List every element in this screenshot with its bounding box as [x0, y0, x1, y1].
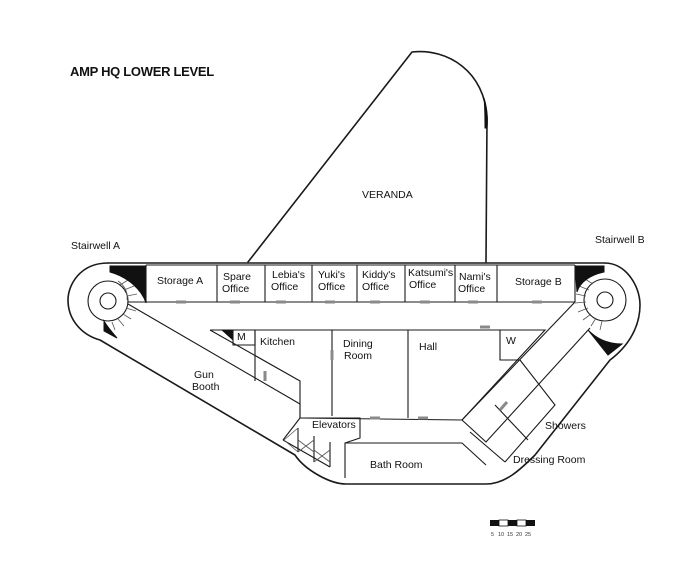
katsumi-office-label-2: Office [409, 279, 436, 291]
yuki-office-label-2: Office [318, 281, 345, 293]
veranda: VERANDA [247, 50, 488, 263]
scale-tick-15: 15 [507, 532, 513, 538]
dining-room-label-2: Room [344, 350, 372, 362]
stairwell-a-label: Stairwell A [71, 240, 120, 252]
bath-room: Bath Room [345, 442, 487, 471]
building-outline [67, 262, 641, 485]
kitchen-label: Kitchen [260, 336, 295, 348]
scale-tick-5: 5 [491, 532, 494, 538]
yuki-office-label-1: Yuki's [318, 269, 345, 281]
dressing-room-label: Dressing Room [513, 454, 586, 466]
spare-office-label-1: Spare [223, 271, 251, 283]
scale-bar: 5 10 15 20 25 [490, 519, 535, 538]
gun-booth-label-1: Gun [194, 369, 214, 381]
stairwell-b: Stairwell B [574, 234, 645, 356]
scale-tick-10: 10 [498, 532, 504, 538]
elevators: Elevators [282, 404, 361, 478]
w-room-label: W [506, 335, 516, 347]
gun-booth-label-2: Booth [192, 381, 220, 393]
stairwell-a: Stairwell A [71, 240, 301, 405]
kiddy-office-label-2: Office [362, 281, 389, 293]
inner-rooms [209, 325, 547, 421]
storage-a-label: Storage A [157, 275, 203, 287]
nami-office-label-2: Office [458, 283, 485, 295]
right-wing [461, 301, 591, 463]
showers-label: Showers [545, 420, 586, 432]
spare-office-label-2: Office [222, 283, 249, 295]
lebia-office-label-1: Lebia's [272, 269, 305, 281]
hall-label: Hall [419, 341, 437, 353]
lebia-office-label-2: Office [271, 281, 298, 293]
scale-tick-20: 20 [516, 532, 522, 538]
m-room-label: M [237, 331, 246, 343]
dining-room-label-1: Dining [343, 338, 373, 350]
stairwell-b-label: Stairwell B [595, 234, 645, 246]
bath-room-label: Bath Room [370, 459, 423, 471]
plan-title: AMP HQ LOWER LEVEL [70, 64, 214, 79]
nami-office-label-1: Nami's [459, 271, 491, 283]
office-band [128, 265, 576, 304]
katsumi-office-label-1: Katsumi's [408, 267, 453, 279]
storage-b-label: Storage B [515, 276, 562, 288]
veranda-label: VERANDA [362, 189, 413, 201]
scale-tick-25: 25 [525, 532, 531, 538]
kiddy-office-label-1: Kiddy's [362, 269, 396, 281]
elevators-label: Elevators [312, 419, 356, 431]
